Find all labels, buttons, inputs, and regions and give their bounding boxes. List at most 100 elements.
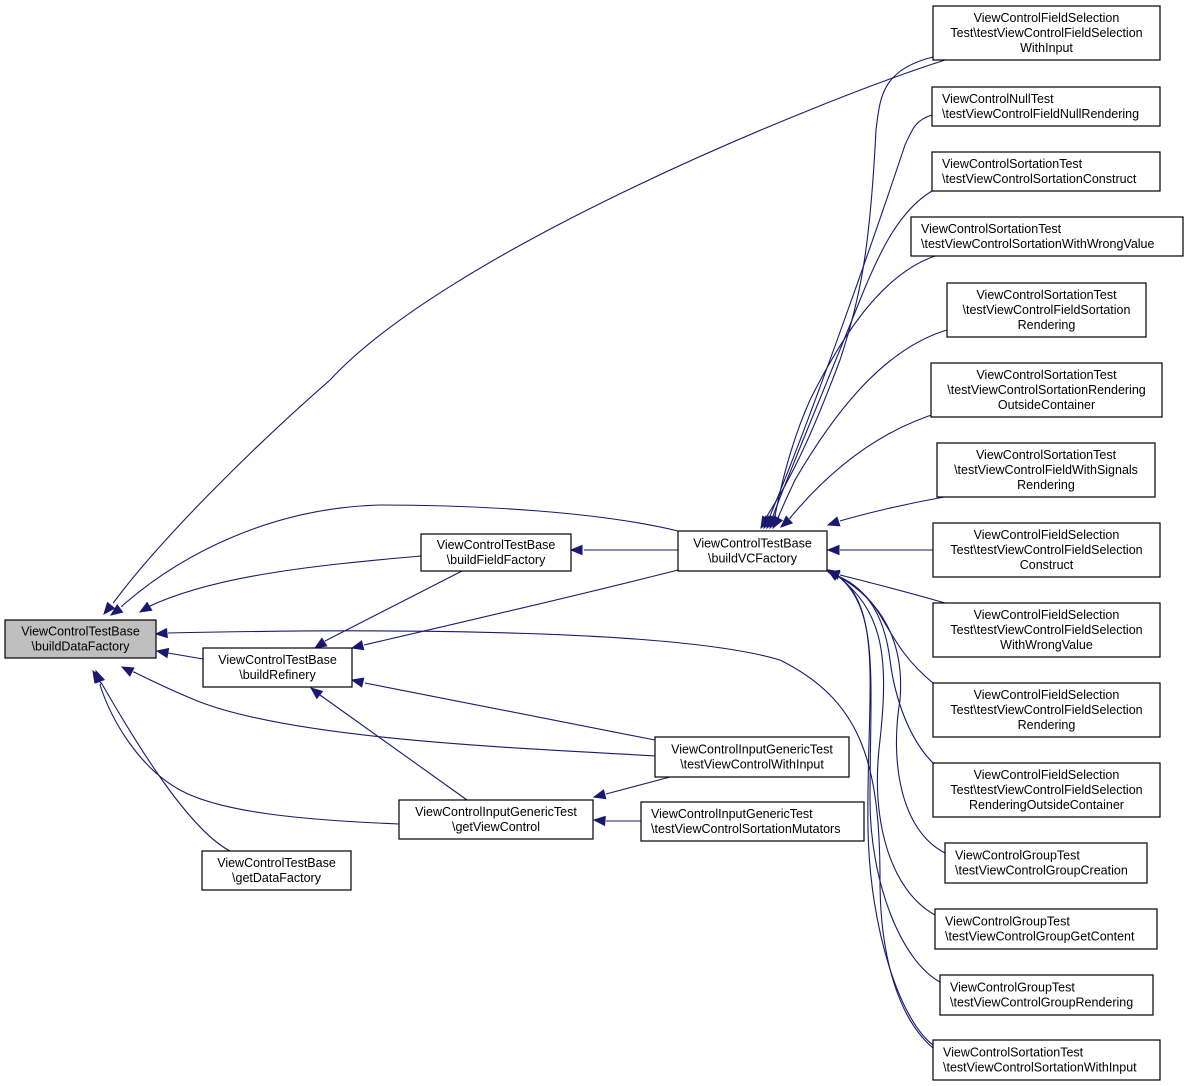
node-method-label: \getDataFactory	[232, 871, 322, 885]
node-fsRendering[interactable]: ViewControlFieldSelectionTest\testViewCo…	[932, 682, 1161, 738]
arrowhead-icon	[592, 815, 606, 827]
node-class-label: ViewControlFieldSelection	[974, 11, 1120, 25]
node-sortWrongValue[interactable]: ViewControlSortationTest\testViewControl…	[910, 216, 1184, 257]
node-box[interactable]	[932, 5, 1161, 61]
node-box[interactable]	[420, 533, 572, 572]
node-sortWithInput[interactable]: ViewControlSortationTest\testViewControl…	[932, 1039, 1161, 1081]
edge-line	[167, 652, 204, 660]
node-getDataFactory[interactable]: ViewControlTestBase\getDataFactory	[201, 850, 352, 891]
edge-line	[774, 255, 936, 517]
arrowhead-icon	[350, 640, 365, 651]
edge-line	[147, 555, 422, 608]
edge-line	[363, 569, 679, 646]
node-method-label: \buildVCFactory	[708, 552, 798, 566]
arrowhead-icon	[826, 569, 841, 581]
edge-line	[772, 190, 933, 517]
node-sortRenderOutside[interactable]: ViewControlSortationTest\testViewControl…	[930, 362, 1163, 418]
node-buildVCFactory[interactable]: ViewControlTestBase\buildVCFactory	[677, 530, 828, 572]
node-box[interactable]	[936, 442, 1156, 498]
arrowhead-icon	[772, 515, 784, 530]
node-class-label: ViewControlTestBase	[218, 653, 337, 667]
node-testViewControlWithInput[interactable]: ViewControlInputGenericTest\testViewCont…	[654, 736, 850, 778]
node-box[interactable]	[944, 842, 1148, 884]
node-groupCreation[interactable]: ViewControlGroupTest\testViewControlGrou…	[944, 842, 1148, 884]
node-box[interactable]	[398, 799, 594, 840]
node-method-label: RenderingOutsideContainer	[969, 798, 1124, 812]
node-groupRendering[interactable]: ViewControlGroupTest\testViewControlGrou…	[939, 974, 1154, 1016]
node-box[interactable]	[931, 86, 1161, 127]
edge-buildFieldFactory-to-buildRefinery	[313, 570, 463, 649]
edge-line	[839, 496, 945, 522]
node-fsConstruct[interactable]: ViewControlFieldSelectionTest\testViewCo…	[932, 522, 1161, 578]
node-box[interactable]	[932, 1039, 1161, 1081]
edge-line	[837, 575, 941, 983]
arrowhead-icon	[138, 601, 153, 613]
node-nullRendering[interactable]: ViewControlNullTest\testViewControlField…	[931, 86, 1161, 127]
node-method-label: \buildFieldFactory	[447, 553, 546, 567]
arrowhead-icon	[592, 789, 607, 800]
node-box[interactable]	[946, 282, 1147, 338]
node-fieldSignals[interactable]: ViewControlSortationTest\testViewControl…	[936, 442, 1156, 498]
node-box[interactable]	[932, 522, 1161, 578]
node-method-label: Rendering	[1017, 478, 1075, 492]
node-class-label: ViewControlTestBase	[21, 625, 140, 639]
node-method-label: OutsideContainer	[998, 398, 1095, 412]
node-class-label: ViewControlSortationTest	[942, 157, 1083, 171]
node-class-label: ViewControlFieldSelection	[974, 688, 1120, 702]
node-box[interactable]	[930, 362, 1163, 418]
edge-line	[99, 683, 400, 825]
node-method-label: \testViewControlSortationWithInput	[943, 1061, 1137, 1075]
edge-fsWithInput-to-buildVCFactory	[760, 56, 934, 530]
edge-buildVCFactory-to-buildDataFactory	[109, 504, 679, 616]
node-fsWrongValue[interactable]: ViewControlFieldSelectionTest\testViewCo…	[932, 602, 1161, 658]
edge-fsWrongValue-to-buildVCFactory	[826, 569, 946, 604]
node-class-label: ViewControlTestBase	[693, 537, 812, 551]
arrowhead-icon	[154, 627, 168, 639]
node-box[interactable]	[931, 151, 1161, 192]
node-box[interactable]	[932, 682, 1161, 738]
node-class-label: ViewControlNullTest	[942, 92, 1054, 106]
node-method-label: \testViewControlSortationConstruct	[942, 172, 1137, 186]
node-fsWithInput[interactable]: ViewControlFieldSelectionTest\testViewCo…	[932, 5, 1161, 61]
node-buildDataFactory[interactable]: ViewControlTestBase\buildDataFactory	[4, 619, 157, 659]
node-box[interactable]	[202, 647, 353, 688]
node-box[interactable]	[932, 762, 1161, 818]
arrowhead-icon	[826, 544, 840, 556]
node-box[interactable]	[4, 619, 157, 659]
node-box[interactable]	[654, 736, 850, 778]
node-getViewControl[interactable]: ViewControlInputGenericTest\getViewContr…	[398, 799, 594, 840]
node-method-label: \testViewControlGroupCreation	[955, 864, 1128, 878]
node-box[interactable]	[934, 908, 1158, 950]
arrowhead-icon	[826, 516, 841, 527]
edge-line	[319, 694, 468, 801]
node-class-label: ViewControlFieldSelection	[974, 768, 1120, 782]
node-method-label: WithInput	[1020, 41, 1073, 55]
node-method-label: WithWrongValue	[1000, 638, 1093, 652]
node-class-label: ViewControlSortationTest	[976, 368, 1117, 382]
arrowhead-icon	[109, 603, 124, 616]
node-box[interactable]	[910, 216, 1184, 257]
node-sortConstruct[interactable]: ViewControlSortationTest\testViewControl…	[931, 151, 1161, 192]
node-box[interactable]	[932, 602, 1161, 658]
node-box[interactable]	[640, 801, 865, 842]
node-box[interactable]	[201, 850, 352, 891]
arrowhead-icon	[92, 669, 104, 684]
edge-line	[765, 56, 934, 517]
arrowhead-icon	[120, 666, 135, 677]
node-fsRenderOutside[interactable]: ViewControlFieldSelectionTest\testViewCo…	[932, 762, 1161, 818]
node-class-label: ViewControlFieldSelection	[974, 608, 1120, 622]
node-testViewControlSortationMutators[interactable]: ViewControlInputGenericTest\testViewCont…	[640, 801, 865, 842]
node-fieldSortRendering[interactable]: ViewControlSortationTest\testViewControl…	[946, 282, 1147, 338]
edge-testViewControlWithInput-to-buildDataFactory	[120, 666, 656, 757]
node-buildFieldFactory[interactable]: ViewControlTestBase\buildFieldFactory	[420, 533, 572, 572]
node-buildRefinery[interactable]: ViewControlTestBase\buildRefinery	[202, 647, 353, 688]
node-groupGetContent[interactable]: ViewControlGroupTest\testViewControlGrou…	[934, 908, 1158, 950]
edge-line	[769, 114, 933, 517]
edge-fsConstruct-to-buildVCFactory	[826, 544, 933, 556]
arrowhead-icon	[313, 637, 328, 649]
node-method-label: \buildDataFactory	[32, 640, 131, 654]
node-class-label: ViewControlGroupTest	[955, 849, 1080, 863]
node-box[interactable]	[677, 530, 828, 572]
node-box[interactable]	[939, 974, 1154, 1016]
node-class-label: ViewControlSortationTest	[921, 222, 1062, 236]
